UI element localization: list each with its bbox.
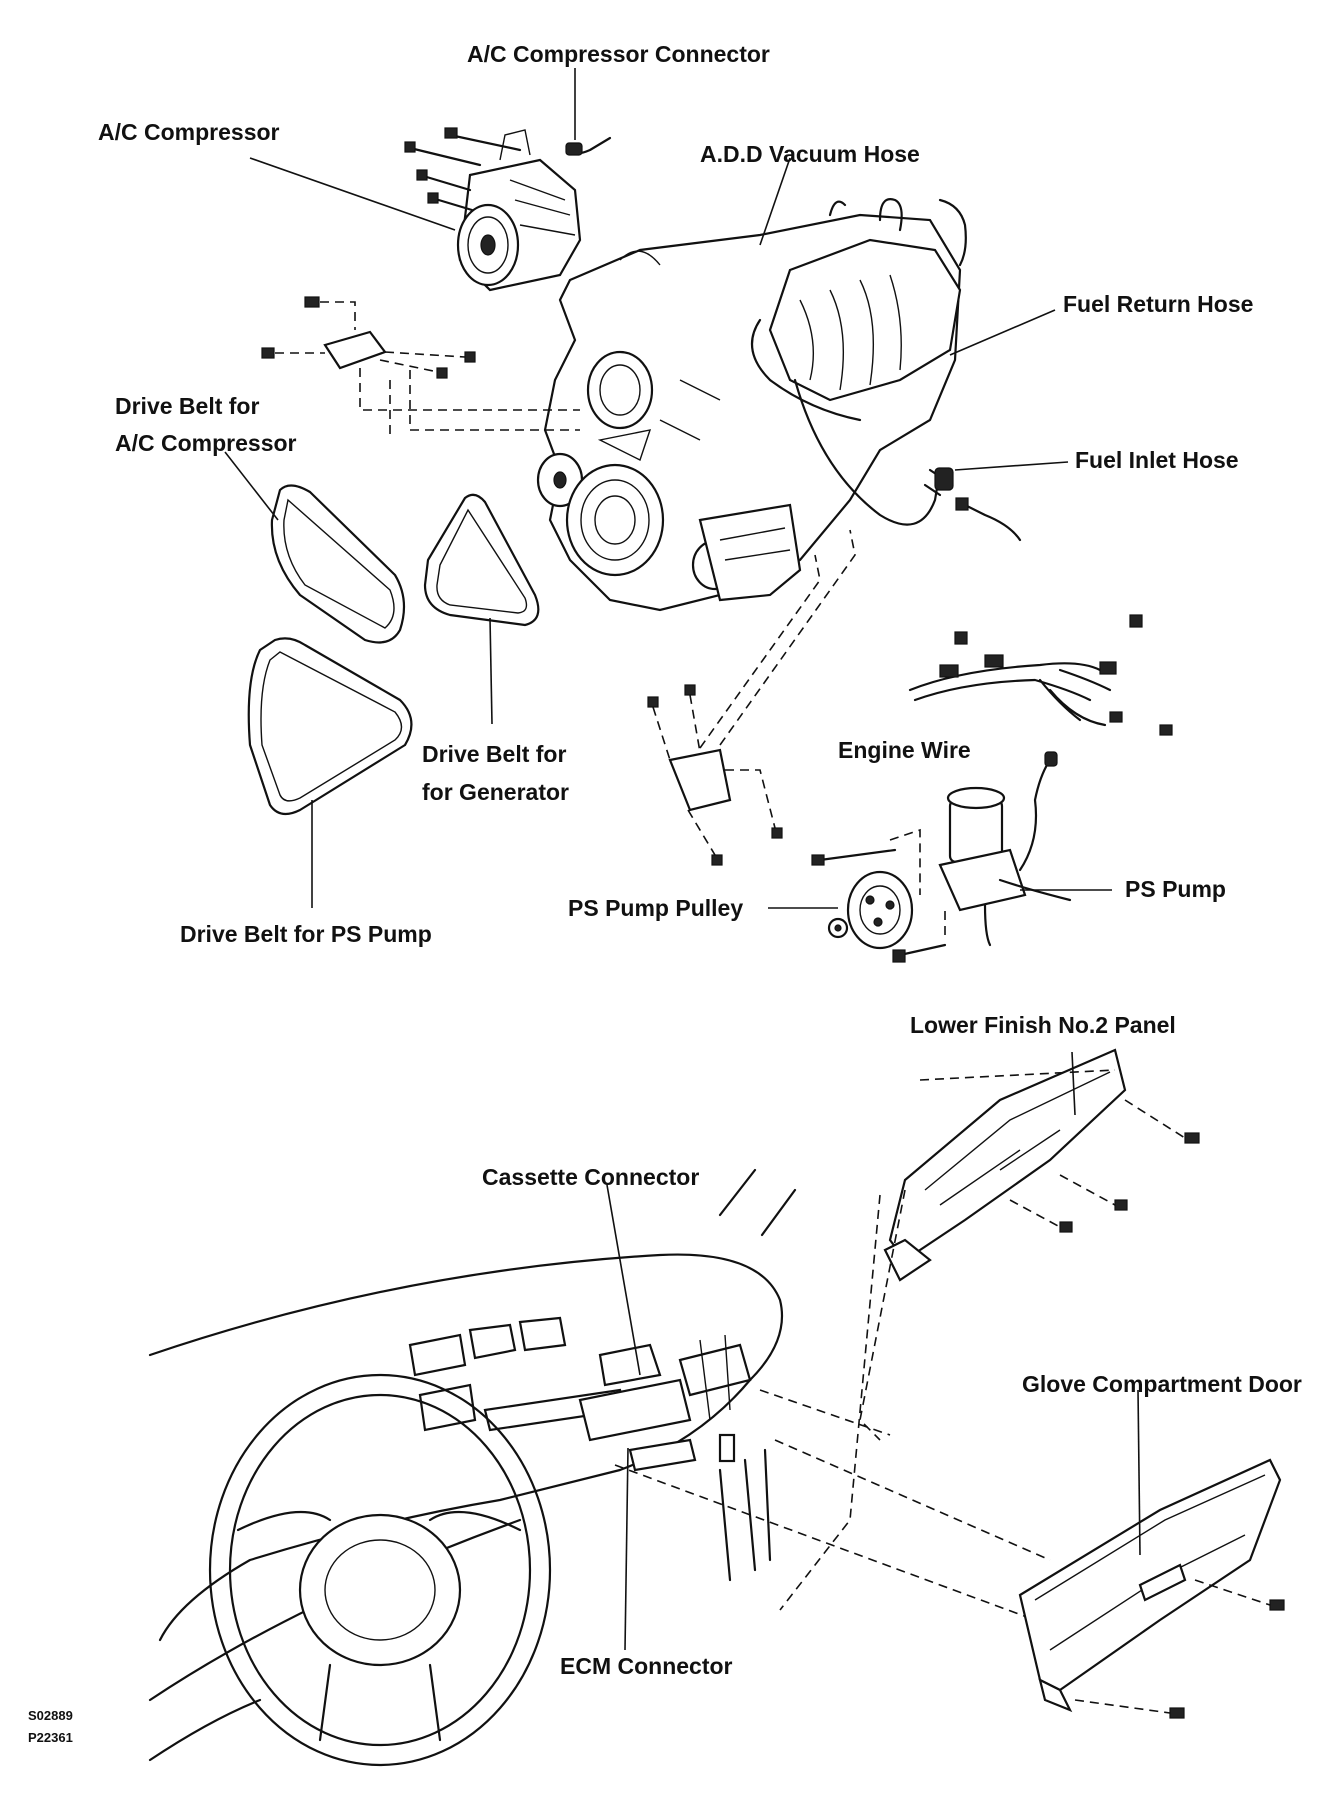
compressor-bracket (261, 296, 580, 440)
code-s02889: S02889 (28, 1708, 73, 1723)
lower-finish-panel-part (779, 1048, 1200, 1611)
labels: A/C Compressor Connector A/C Compressor … (28, 41, 1302, 1745)
drive-belt-ac-part (270, 484, 406, 644)
label-glove-compartment-door: Glove Compartment Door (1022, 1371, 1302, 1397)
leader-lines (224, 68, 1141, 1651)
label-ps-pump-pulley: PS Pump Pulley (568, 895, 743, 921)
label-ac-compressor: A/C Compressor (98, 119, 280, 145)
label-fuel-return-hose: Fuel Return Hose (1063, 291, 1253, 317)
label-drive-belt-gen-line2: for Generator (422, 779, 569, 805)
label-drive-belt-ac-line2: A/C Compressor (115, 430, 297, 456)
ps-pump-pulley-part (827, 870, 914, 950)
label-cassette-connector: Cassette Connector (482, 1164, 699, 1190)
ac-compressor-part (404, 127, 582, 292)
label-drive-belt-ac-line1: Drive Belt for (115, 393, 259, 419)
label-ac-compressor-connector: A/C Compressor Connector (467, 41, 770, 67)
ac-compressor-connector-part (565, 136, 612, 156)
label-add-vacuum-hose: A.D.D Vacuum Hose (700, 141, 920, 167)
label-fuel-inlet-hose: Fuel Inlet Hose (1075, 447, 1239, 473)
glove-compartment-door-part (1018, 1458, 1285, 1719)
label-ecm-connector: ECM Connector (560, 1653, 733, 1679)
engine-part (536, 198, 1022, 612)
drive-belt-ps-part (247, 637, 413, 816)
label-engine-wire: Engine Wire (838, 737, 971, 763)
code-p22361: P22361 (28, 1730, 73, 1745)
label-lower-finish-panel: Lower Finish No.2 Panel (910, 1012, 1176, 1038)
label-drive-belt-ps: Drive Belt for PS Pump (180, 921, 432, 947)
label-drive-belt-gen-line1: Drive Belt for (422, 741, 566, 767)
engine-wire-part (908, 614, 1173, 736)
drive-belt-generator-part (423, 493, 540, 627)
label-ps-pump: PS Pump (1125, 876, 1226, 902)
dashboard-part (148, 1168, 1051, 1767)
ps-pump-bracket (647, 529, 856, 866)
ps-pump-part (811, 751, 1072, 963)
